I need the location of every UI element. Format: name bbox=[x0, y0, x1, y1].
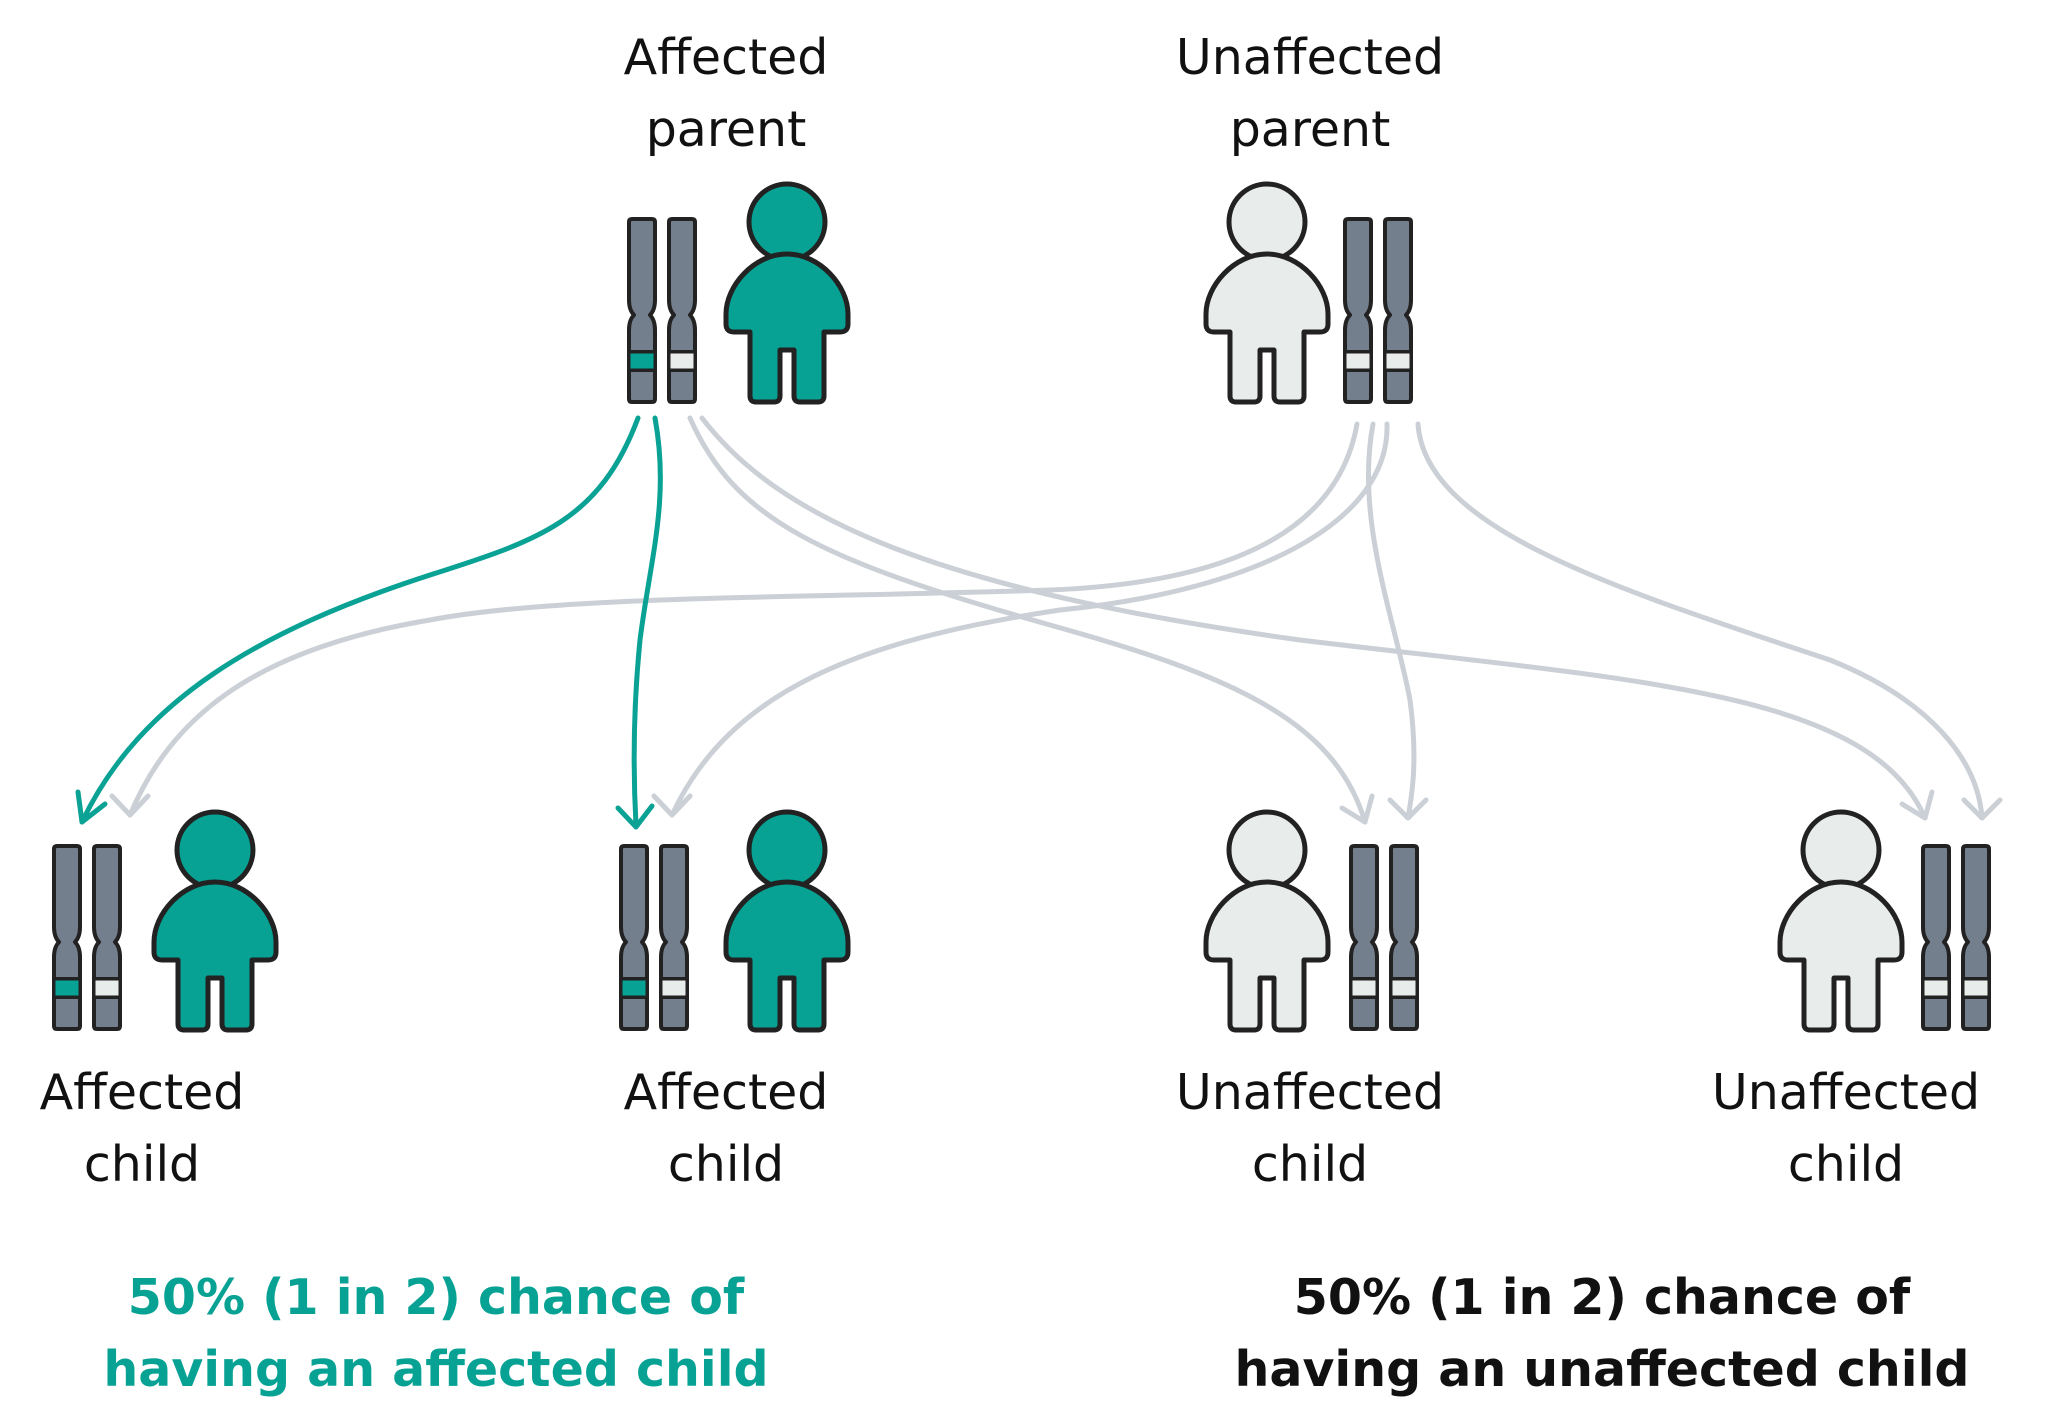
chromosome-pair-icon bbox=[1921, 844, 1991, 1031]
arrowhead-affected-child1 bbox=[75, 789, 108, 825]
unaffected-chance-summary: 50% (1 in 2) chance of having an unaffec… bbox=[1152, 1262, 2048, 1406]
unaffected-person-icon bbox=[1206, 184, 1328, 402]
unaffected-person-icon bbox=[1206, 812, 1328, 1030]
affected-person-icon bbox=[154, 812, 276, 1030]
label-line-1: Affected bbox=[623, 1064, 829, 1121]
child-3 bbox=[1206, 812, 1419, 1031]
label-line-2: parent bbox=[645, 101, 807, 158]
label-line-2: child bbox=[667, 1136, 785, 1193]
grey-arrows bbox=[109, 415, 2003, 825]
child-2-label: Affected child bbox=[526, 1057, 926, 1201]
normal-band bbox=[1961, 977, 1991, 999]
normal-band bbox=[1349, 977, 1379, 999]
unaffected-parent bbox=[1206, 184, 1413, 404]
child-3-label: Unaffected child bbox=[1110, 1057, 1510, 1201]
chromosome-pair-icon bbox=[1343, 217, 1413, 404]
affected-person-icon bbox=[726, 184, 848, 402]
normal-band bbox=[1389, 977, 1419, 999]
child-1-label: Affected child bbox=[0, 1057, 342, 1201]
unaffected-person-icon bbox=[1780, 812, 1902, 1030]
normal-band bbox=[659, 977, 689, 999]
chromosome-pair-icon bbox=[627, 217, 697, 404]
child-4-label: Unaffected child bbox=[1646, 1057, 2046, 1201]
arrowhead-child1 bbox=[109, 793, 151, 818]
summary-line-1: 50% (1 in 2) chance of bbox=[127, 1269, 745, 1326]
label-line-1: Unaffected bbox=[1711, 1064, 1981, 1121]
label-line-2: parent bbox=[1229, 101, 1391, 158]
normal-band bbox=[1383, 350, 1413, 372]
chromosome-pair-icon bbox=[52, 844, 122, 1031]
label-line-1: Unaffected bbox=[1175, 29, 1445, 86]
arrow-affected-to-child3 bbox=[687, 415, 1368, 825]
child-1 bbox=[52, 812, 276, 1031]
mutation-band bbox=[52, 977, 82, 999]
label-line-2: child bbox=[1787, 1136, 1905, 1193]
summary-line-2: having an affected child bbox=[103, 1341, 769, 1398]
label-line-2: child bbox=[1251, 1136, 1369, 1193]
arrow-unaffected-to-child1 bbox=[127, 421, 1360, 818]
child-4 bbox=[1780, 812, 1991, 1031]
normal-band bbox=[1921, 977, 1951, 999]
arrowhead-child4b bbox=[1961, 797, 2003, 821]
arrow-affected-to-child4 bbox=[699, 415, 1928, 821]
label-line-2: child bbox=[83, 1136, 201, 1193]
normal-band bbox=[92, 977, 122, 999]
child-2 bbox=[619, 812, 848, 1031]
label-line-1: Unaffected bbox=[1175, 1064, 1445, 1121]
normal-band bbox=[667, 350, 697, 372]
arrow-unaffected-to-child2 bbox=[669, 421, 1390, 818]
arrow-unaffected-to-child3 bbox=[1365, 421, 1417, 821]
arrow-affected-to-child2 bbox=[631, 415, 663, 828]
mutation-band bbox=[619, 977, 649, 999]
teal-arrows bbox=[75, 415, 663, 830]
unaffected-parent-label: Unaffected parent bbox=[1110, 22, 1510, 166]
affected-chance-summary: 50% (1 in 2) chance of having an affecte… bbox=[0, 1262, 886, 1406]
affected-parent bbox=[627, 184, 848, 404]
arrowhead-child3b bbox=[1387, 797, 1429, 821]
chromosome-pair-icon bbox=[1349, 844, 1419, 1031]
affected-person-icon bbox=[726, 812, 848, 1030]
affected-parent-label: Affected parent bbox=[526, 22, 926, 166]
arrow-affected-to-child1 bbox=[79, 415, 641, 825]
chromosome-pair-icon bbox=[619, 844, 689, 1031]
label-line-1: Affected bbox=[39, 1064, 245, 1121]
arrow-unaffected-to-child4 bbox=[1415, 421, 1985, 821]
label-line-1: Affected bbox=[623, 29, 829, 86]
summary-line-2: having an unaffected child bbox=[1234, 1341, 1970, 1398]
normal-band bbox=[1343, 350, 1373, 372]
arrowhead-child3 bbox=[1339, 793, 1375, 825]
summary-line-1: 50% (1 in 2) chance of bbox=[1293, 1269, 1911, 1326]
arrowhead-affected-child2 bbox=[615, 803, 655, 830]
arrowhead-child4 bbox=[1899, 789, 1935, 821]
arrowhead-child2 bbox=[651, 793, 693, 818]
mutation-band bbox=[627, 350, 657, 372]
